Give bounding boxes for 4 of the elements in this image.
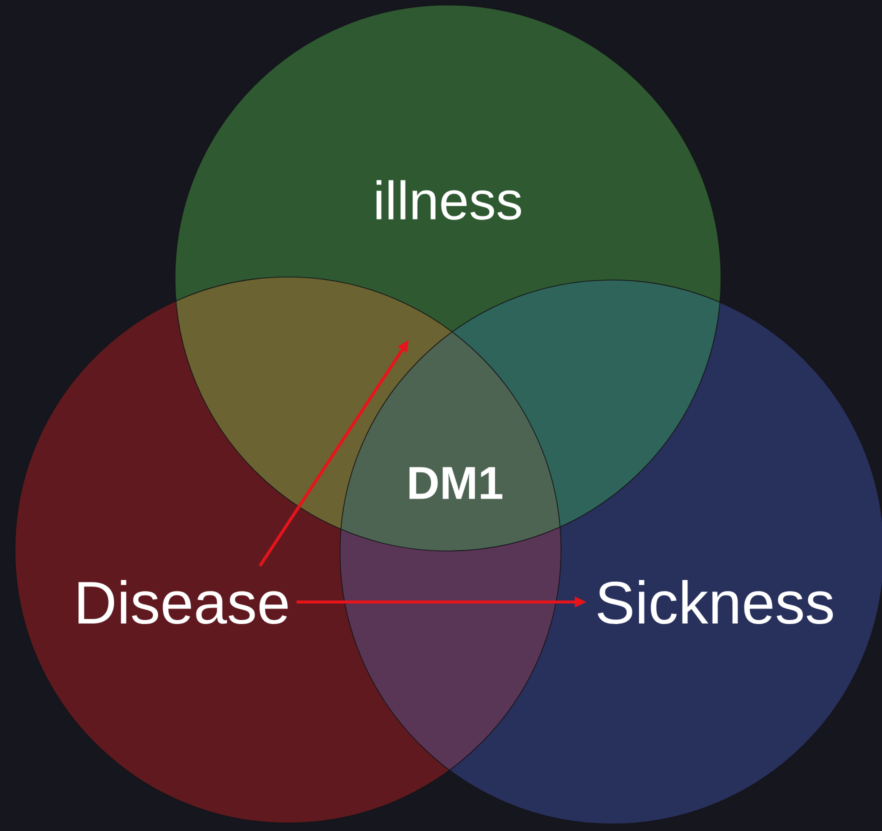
circle-label: Disease (78, 580, 288, 624)
circle-label: Sickness (598, 580, 833, 624)
center-label: DM1 (410, 467, 502, 499)
circle-label: illness (376, 180, 522, 220)
